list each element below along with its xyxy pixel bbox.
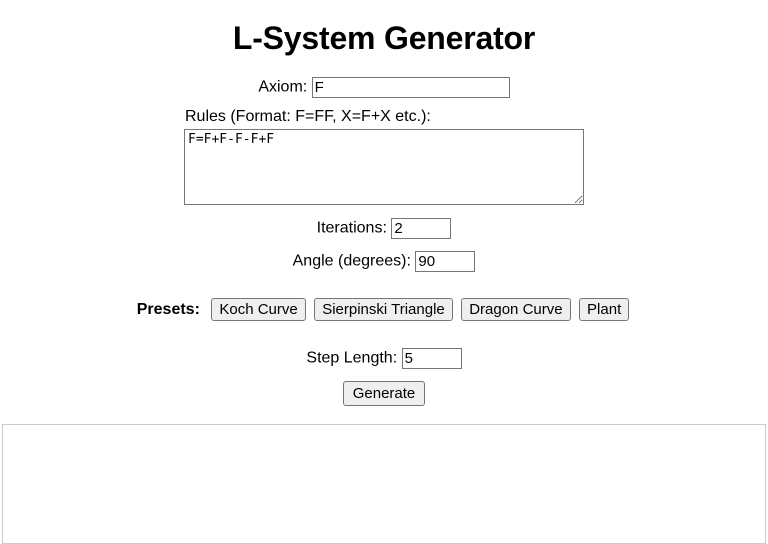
presets-label: Presets: [136, 300, 200, 318]
step-length-input[interactable] [401, 348, 462, 370]
rules-textarea[interactable]: F=F+F-F-F+F [184, 129, 584, 206]
generate-button[interactable]: Generate [342, 381, 426, 407]
axiom-label: Axiom: [258, 78, 308, 96]
preset-button-koch-curve[interactable]: Koch Curve [211, 298, 306, 322]
iterations-input[interactable] [391, 218, 452, 240]
preset-button-plant[interactable]: Plant [579, 298, 630, 322]
iterations-label: Iterations: [316, 219, 387, 237]
rules-block: Rules (Format: F=FF, X=F+X etc.): F=F+F-… [184, 108, 584, 206]
lsystem-canvas[interactable] [2, 424, 766, 544]
step-length-label: Step Length: [306, 349, 398, 367]
step-length-row: Step Length: [0, 348, 768, 370]
lsystem-generator-page: L-System Generator Axiom: Rules (Format:… [0, 20, 768, 544]
axiom-row: Axiom: [0, 77, 768, 99]
axiom-input[interactable] [311, 77, 510, 99]
generate-row: Generate [0, 381, 768, 407]
angle-row: Angle (degrees): [0, 251, 768, 273]
angle-input[interactable] [415, 251, 476, 273]
preset-button-dragon-curve[interactable]: Dragon Curve [461, 298, 571, 322]
page-title: L-System Generator [232, 20, 536, 56]
angle-label: Angle (degrees): [292, 252, 411, 270]
presets-row: Presets: Koch Curve Sierpinski Triangle … [0, 298, 768, 322]
rules-label: Rules (Format: F=FF, X=F+X etc.): [185, 108, 431, 126]
iterations-row: Iterations: [0, 218, 768, 240]
preset-button-sierpinski-triangle[interactable]: Sierpinski Triangle [314, 298, 453, 322]
